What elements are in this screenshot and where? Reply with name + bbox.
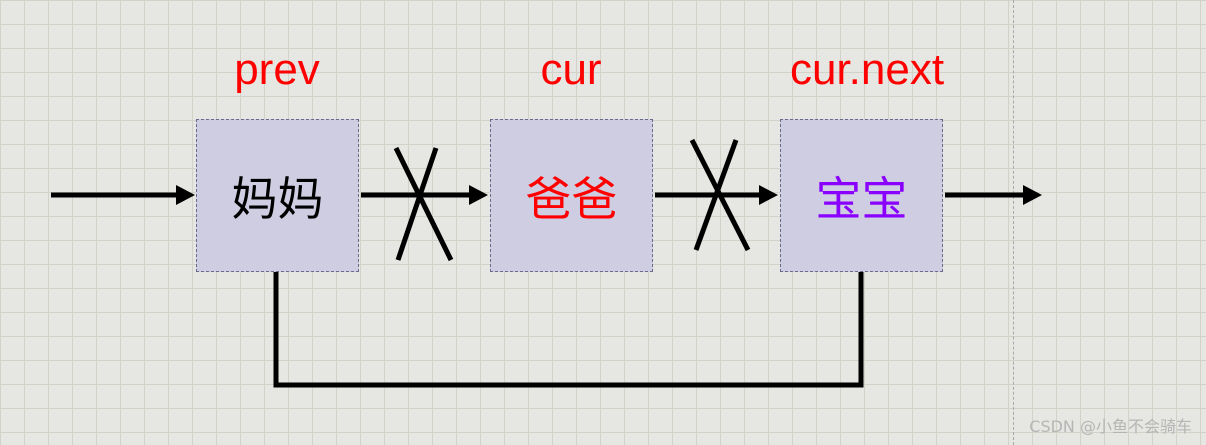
mom-to-baby-connector [273, 272, 864, 388]
cur-label: cur [540, 45, 602, 94]
incoming-arrow [51, 185, 195, 205]
cross-mark-1-icon [393, 146, 454, 262]
cur-next-label: cur.next [789, 45, 945, 94]
dashed-guide-line [1013, 0, 1014, 445]
node-dad: 爸爸 [490, 119, 653, 272]
node-dad-label: 爸爸 [525, 171, 618, 226]
watermark: CSDN @小鱼不会骑车 [1029, 417, 1192, 436]
node-mom-label: 妈妈 [231, 171, 324, 226]
prev-label: prev [234, 45, 320, 94]
node-baby: 宝宝 [780, 119, 943, 272]
link-dad-to-baby-arrow [655, 185, 778, 205]
outgoing-arrow [945, 185, 1042, 205]
cross-mark-2-icon [689, 138, 751, 252]
node-mom: 妈妈 [196, 119, 359, 272]
node-baby-label: 宝宝 [815, 171, 908, 226]
